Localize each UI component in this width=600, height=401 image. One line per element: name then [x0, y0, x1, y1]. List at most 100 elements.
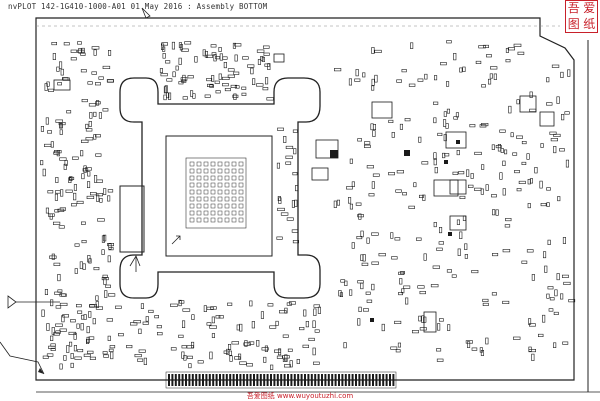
smd-component: [437, 323, 441, 331]
smd-component: [398, 291, 403, 296]
bga-pad: [238, 182, 244, 188]
smd-component: [526, 249, 534, 253]
smd-component: [282, 334, 289, 338]
watermark-seal: 吾 爱 图 纸: [565, 0, 598, 33]
pcie-finger: [351, 374, 354, 386]
smd-component: [276, 236, 283, 240]
smd-component: [459, 195, 466, 199]
smd-component: [191, 341, 195, 349]
smd-component: [106, 318, 113, 322]
pcie-finger: [198, 374, 201, 386]
smd-component: [285, 145, 294, 149]
smd-component: [104, 290, 108, 298]
bga-pad: [217, 196, 223, 202]
smd-component: [278, 197, 282, 204]
smd-component: [44, 83, 48, 91]
pcie-finger: [225, 374, 228, 386]
pcie-finger: [171, 374, 174, 386]
smd-component: [308, 337, 315, 342]
smd-component: [391, 132, 395, 138]
smd-component: [446, 108, 451, 114]
smd-component: [101, 249, 105, 255]
smd-component: [60, 68, 64, 76]
smd-component: [462, 215, 467, 221]
smd-component: [456, 150, 460, 156]
smd-component: [401, 288, 405, 294]
pcie-finger: [310, 374, 313, 386]
smd-component: [434, 167, 438, 174]
smd-component: [537, 333, 544, 338]
smd-component: [459, 67, 463, 73]
smd-component: [58, 225, 65, 229]
smd-component: [505, 59, 511, 63]
smd-component: [339, 292, 344, 298]
pcie-finger: [191, 374, 194, 386]
smd-component: [433, 75, 438, 81]
smd-component: [285, 161, 292, 165]
smd-component: [351, 181, 355, 187]
smd-component: [180, 77, 188, 81]
smd-component: [553, 311, 559, 316]
smd-component: [95, 101, 101, 105]
smd-component: [432, 265, 440, 269]
pcie-finger: [338, 374, 340, 386]
smd-component: [70, 353, 74, 359]
smd-component: [209, 351, 213, 360]
smd-component: [49, 213, 53, 220]
smd-component: [179, 44, 183, 51]
smd-component: [368, 193, 375, 197]
smd-component: [502, 188, 506, 196]
smd-component: [554, 289, 558, 297]
smd-component: [360, 282, 364, 290]
pcie-finger: [205, 374, 208, 386]
pcie-finger: [341, 374, 344, 386]
smd-component: [418, 315, 422, 322]
smd-component: [451, 274, 457, 278]
smd-component: [280, 212, 289, 216]
smd-component: [452, 171, 459, 175]
smd-component: [436, 358, 444, 362]
smd-component: [401, 69, 407, 73]
smd-component: [53, 150, 62, 154]
smd-component: [82, 168, 89, 172]
smd-component: [162, 46, 166, 52]
top-flag-marker: [141, 7, 151, 19]
bga-pad: [231, 161, 237, 167]
smd-component: [505, 218, 512, 222]
smd-component: [410, 42, 414, 49]
gpu-package-outline: [165, 135, 273, 257]
smd-component: [213, 54, 217, 62]
smd-component: [399, 123, 404, 130]
smd-component: [73, 184, 77, 191]
smd-component: [86, 338, 90, 344]
smd-component: [349, 289, 353, 296]
smd-component: [95, 301, 99, 308]
smd-component: [277, 207, 285, 211]
smd-component: [59, 328, 67, 332]
smd-component: [59, 157, 67, 161]
smd-component: [209, 84, 215, 88]
bga-pad: [231, 175, 237, 181]
smd-component: [88, 311, 92, 318]
smd-component: [50, 299, 54, 307]
smd-component: [215, 315, 221, 319]
smd-component: [81, 314, 85, 320]
bga-pad: [217, 168, 223, 174]
smd-component: [80, 150, 84, 157]
pcie-finger: [253, 374, 255, 386]
smd-component: [527, 179, 531, 185]
smd-component: [269, 325, 277, 329]
smd-component: [53, 332, 60, 336]
smd-component: [178, 81, 184, 85]
pcie-finger: [256, 374, 259, 386]
smd-component: [163, 94, 167, 101]
smd-component: [108, 243, 112, 250]
smd-component: [68, 331, 77, 336]
smd-component: [381, 323, 385, 332]
smd-component: [453, 52, 457, 61]
smd-component: [270, 364, 274, 370]
smd-component: [77, 49, 85, 53]
smd-component: [349, 203, 354, 210]
smd-component: [447, 324, 451, 331]
smd-component: [138, 349, 146, 353]
